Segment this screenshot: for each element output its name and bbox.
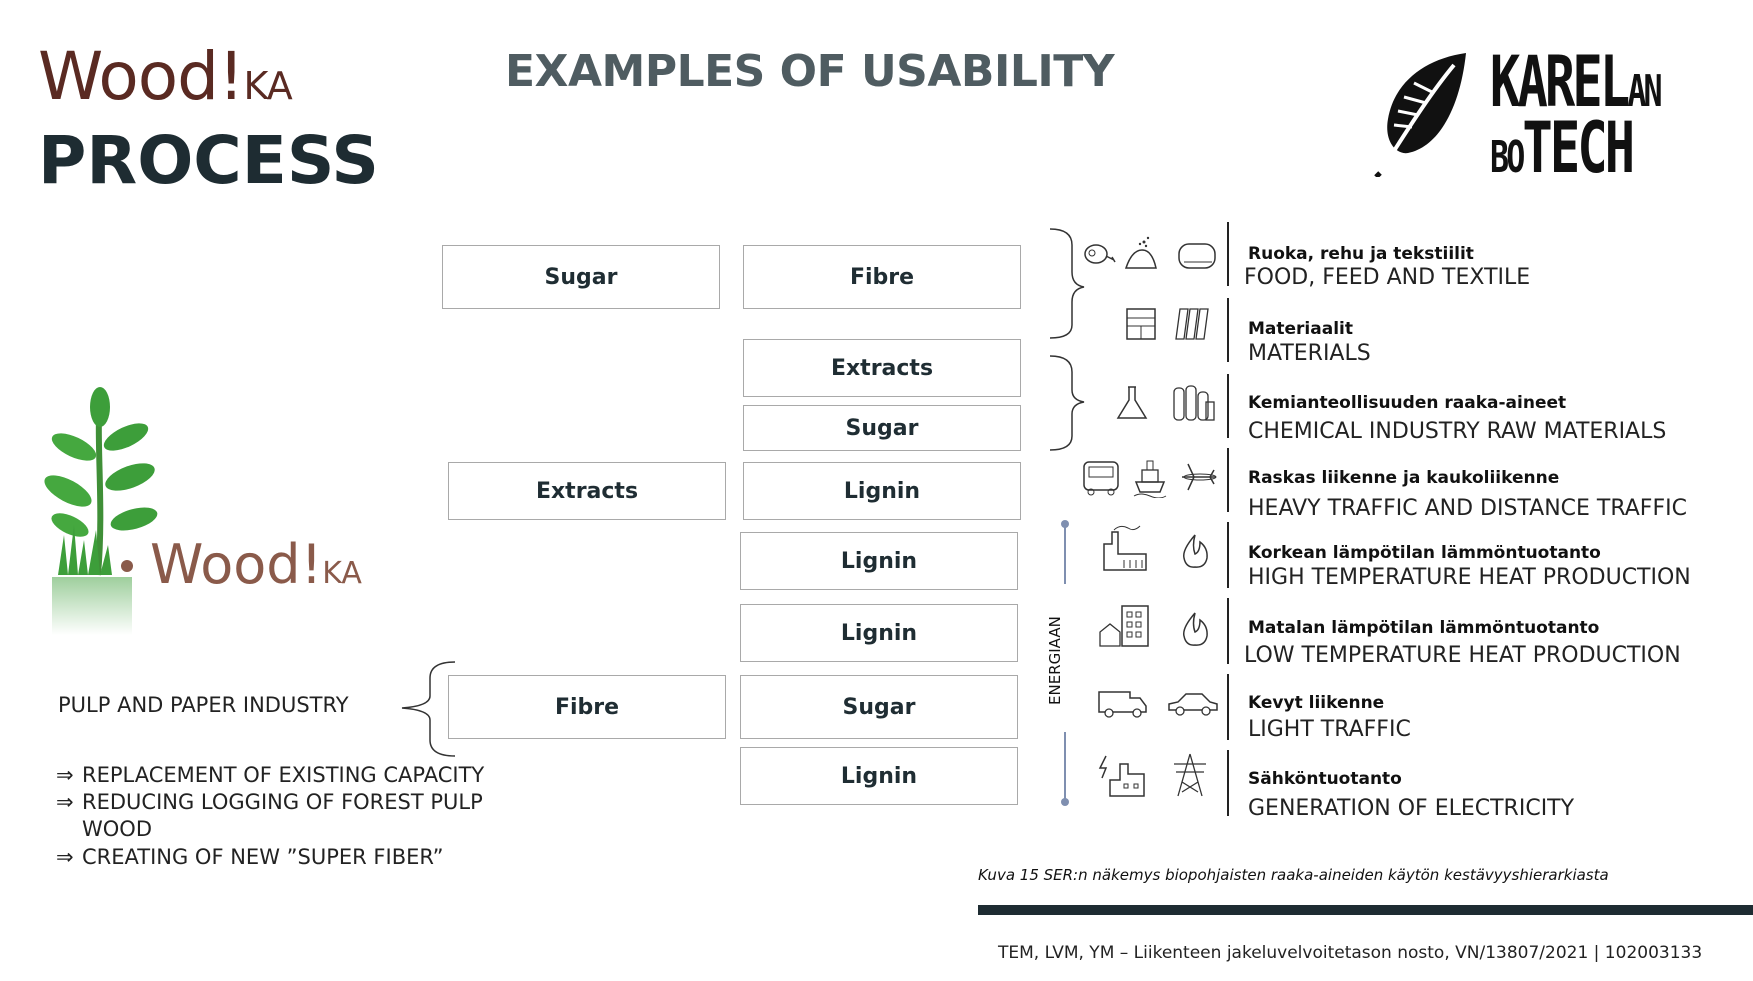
factory-icon: [1103, 525, 1147, 571]
gas-cylinders-icon: [1173, 385, 1215, 421]
karelian-biotech-logo: KARELAN BOTECH: [1370, 45, 1690, 185]
category-high-temp-en: HIGH TEMPERATURE HEAT PRODUCTION: [1248, 565, 1691, 590]
bullet-arrow: ⇒: [56, 763, 74, 787]
logo-line1: KAREL: [1490, 41, 1630, 123]
category-food-en: FOOD, FEED AND TEXTILE: [1244, 265, 1531, 290]
bullet-text: CREATING OF NEW ”SUPER FIBER”: [82, 845, 444, 869]
brace-food-materials: [1049, 228, 1085, 339]
category-electricity-fi: Sähköntuotanto: [1248, 769, 1402, 789]
pulp-paper-label: PULP AND PAPER INDUSTRY: [58, 693, 349, 717]
box-fibre-1: Fibre: [743, 245, 1021, 309]
bullet-arrow: ⇒: [56, 790, 74, 814]
flask-icon: [1116, 386, 1148, 419]
meat-icon: [1084, 244, 1116, 264]
figure-caption: Kuva 15 SER:n näkemys biopohjaisten raak…: [978, 866, 1609, 884]
grain-icon: [1124, 236, 1157, 269]
footer-bar: [978, 905, 1753, 915]
plant-brand-wood: Wood!: [150, 533, 323, 596]
box-extracts-4: Extracts: [448, 462, 726, 520]
textile-roll-icon: [1178, 243, 1216, 269]
energia-label: ENERGIAAN: [1046, 616, 1064, 705]
truck-icon: [1083, 461, 1119, 496]
box-lignin-8: Lignin: [740, 747, 1018, 805]
brace-chemical: [1049, 355, 1085, 451]
bullet-text: WOOD: [82, 817, 152, 841]
logo-line2: BO: [1490, 132, 1525, 183]
van-icon: [1098, 691, 1147, 718]
category-low-temp-fi: Matalan lämpötilan lämmöntuotanto: [1248, 618, 1600, 638]
footer-source: TEM, LVM, YM – Liikenteen jakeluvelvoite…: [998, 943, 1703, 963]
category-light-traffic-en: LIGHT TRAFFIC: [1248, 717, 1411, 742]
plant-brand: Wood!KA: [150, 533, 362, 596]
brand-process: PROCESS: [38, 122, 379, 199]
box-sugar-7: Sugar: [740, 675, 1018, 739]
flame-icon-2: [1182, 612, 1208, 646]
box-fibre-7: Fibre: [448, 675, 726, 739]
category-materials-en: MATERIALS: [1248, 341, 1371, 366]
category-chemical-fi: Kemianteollisuuden raaka-aineet: [1248, 393, 1567, 413]
brand-ka-text: KA: [243, 64, 293, 108]
box-lignin-5: Lignin: [740, 532, 1018, 590]
brand-wood-text: Wood!: [38, 38, 245, 115]
bullet-replacement: ⇒ REPLACEMENT OF EXISTING CAPACITY: [56, 763, 484, 787]
ship-icon: [1133, 460, 1167, 498]
category-high-temp-fi: Korkean lämpötilan lämmöntuotanto: [1248, 543, 1601, 563]
cabinet-icon: [1126, 308, 1156, 340]
category-heavy-traffic-fi: Raskas liikenne ja kaukoliikenne: [1248, 468, 1560, 488]
power-tower-icon: [1174, 753, 1206, 797]
bullet-text: REPLACEMENT OF EXISTING CAPACITY: [82, 763, 485, 787]
bullet-arrow: ⇒: [56, 845, 74, 869]
box-sugar-1: Sugar: [442, 245, 720, 309]
car-icon: [1168, 693, 1218, 716]
bullet-reducing-cont: WOOD: [56, 817, 152, 841]
box-lignin-4: Lignin: [743, 462, 1021, 520]
bullet-creating: ⇒ CREATING OF NEW ”SUPER FIBER”: [56, 845, 444, 869]
category-chemical-en: CHEMICAL INDUSTRY RAW MATERIALS: [1248, 419, 1667, 444]
lumber-icon: [1175, 308, 1209, 340]
plant-icon: [44, 387, 158, 635]
plant-brand-dot: [121, 560, 133, 572]
category-materials-fi: Materiaalit: [1248, 319, 1353, 339]
box-lignin-6: Lignin: [740, 604, 1018, 662]
bullet-text: REDUCING LOGGING OF FOREST PULP: [82, 790, 483, 814]
box-extracts-2: Extracts: [743, 339, 1021, 397]
bullet-reducing: ⇒ REDUCING LOGGING OF FOREST PULP: [56, 790, 483, 814]
buildings-icon: [1099, 605, 1149, 647]
airplane-icon: [1182, 463, 1217, 491]
brace-pulp: [401, 661, 456, 757]
logo-line2-end: TECH: [1522, 107, 1635, 189]
power-plant-icon: [1098, 755, 1145, 797]
page-title: EXAMPLES OF USABILITY: [505, 46, 1115, 97]
category-low-temp-en: LOW TEMPERATURE HEAT PRODUCTION: [1244, 643, 1681, 668]
category-heavy-traffic-en: HEAVY TRAFFIC AND DISTANCE TRAFFIC: [1248, 496, 1687, 521]
brand-wood: Wood!KA: [38, 38, 293, 115]
logo-line1-end: AN: [1627, 66, 1662, 117]
category-food-fi: Ruoka, rehu ja tekstiilit: [1248, 244, 1474, 264]
box-sugar-3: Sugar: [743, 405, 1021, 451]
plant-brand-ka: KA: [322, 556, 362, 591]
category-light-traffic-fi: Kevyt liikenne: [1248, 693, 1385, 713]
flame-icon: [1182, 534, 1208, 568]
leaf-icon: [1374, 53, 1466, 177]
category-electricity-en: GENERATION OF ELECTRICITY: [1248, 796, 1575, 821]
